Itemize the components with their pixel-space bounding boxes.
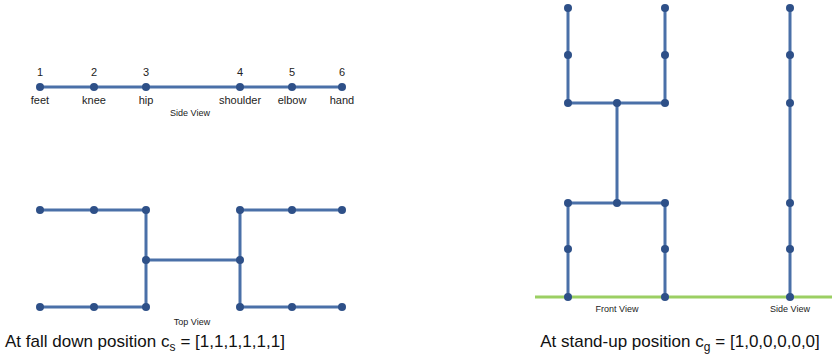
- joint-dot: [236, 206, 244, 214]
- joint-dot: [288, 206, 296, 214]
- joint-dot: [236, 256, 244, 264]
- callout-number: 3: [143, 66, 149, 78]
- joint-dot: [564, 293, 572, 301]
- joint-dot: [786, 99, 794, 107]
- joint-dot: [661, 245, 669, 253]
- caption: At stand-up position cg = [1,0,0,0,0,0]: [540, 332, 820, 354]
- caption-text: = [1,1,1,1,1,1]: [180, 332, 284, 351]
- joint-name: hip: [139, 94, 154, 106]
- subscript: g: [704, 340, 711, 354]
- joint-dot: [564, 245, 572, 253]
- callout-number: 6: [339, 66, 345, 78]
- joint-dot: [564, 199, 572, 207]
- joint-dot: [786, 293, 794, 301]
- joint-dot: [142, 256, 150, 264]
- joint-dot: [661, 99, 669, 107]
- joint-dot: [142, 83, 150, 91]
- joint-dot: [338, 83, 346, 91]
- joint-dot: [564, 51, 572, 59]
- joint-dot: [661, 199, 669, 207]
- caption-text: At fall down position c: [5, 332, 169, 351]
- callout-number: 2: [91, 66, 97, 78]
- view-label: Front View: [596, 305, 639, 315]
- callout-number: 4: [237, 66, 243, 78]
- joint-dot: [90, 83, 98, 91]
- caption: At fall down position cs = [1,1,1,1,1,1]: [5, 332, 285, 354]
- joint-dot: [90, 206, 98, 214]
- caption-text: At stand-up position c: [540, 332, 703, 351]
- view-label: Side View: [770, 305, 810, 315]
- joint-dot: [786, 245, 794, 253]
- joint-dot: [661, 51, 669, 59]
- joint-dot: [338, 303, 346, 311]
- joint-dot: [786, 51, 794, 59]
- view-label: Side View: [170, 109, 210, 119]
- joint-dot: [90, 303, 98, 311]
- joint-dot: [142, 303, 150, 311]
- joint-dot: [236, 83, 244, 91]
- joint-dot: [236, 303, 244, 311]
- joint-dot: [613, 99, 621, 107]
- joint-name: feet: [31, 94, 49, 106]
- joint-dot: [564, 4, 572, 12]
- joint-dot: [338, 206, 346, 214]
- joint-name: elbow: [278, 94, 307, 106]
- joint-dot: [142, 206, 150, 214]
- joint-dot: [288, 303, 296, 311]
- callout-number: 5: [289, 66, 295, 78]
- joint-dot: [288, 83, 296, 91]
- joint-dot: [786, 199, 794, 207]
- joint-dot: [564, 99, 572, 107]
- caption-text: = [1,0,0,0,0,0]: [715, 332, 819, 351]
- joint-dot: [36, 303, 44, 311]
- joint-name: knee: [82, 94, 106, 106]
- joint-dot: [661, 293, 669, 301]
- joint-name: hand: [330, 94, 354, 106]
- joint-dot: [36, 206, 44, 214]
- joint-dot: [786, 4, 794, 12]
- subscript: s: [169, 340, 175, 354]
- joint-name: shoulder: [219, 94, 261, 106]
- joint-dot: [36, 83, 44, 91]
- joint-dot: [661, 4, 669, 12]
- joint-dot: [613, 199, 621, 207]
- callout-number: 1: [37, 66, 43, 78]
- view-label: Top View: [174, 318, 210, 328]
